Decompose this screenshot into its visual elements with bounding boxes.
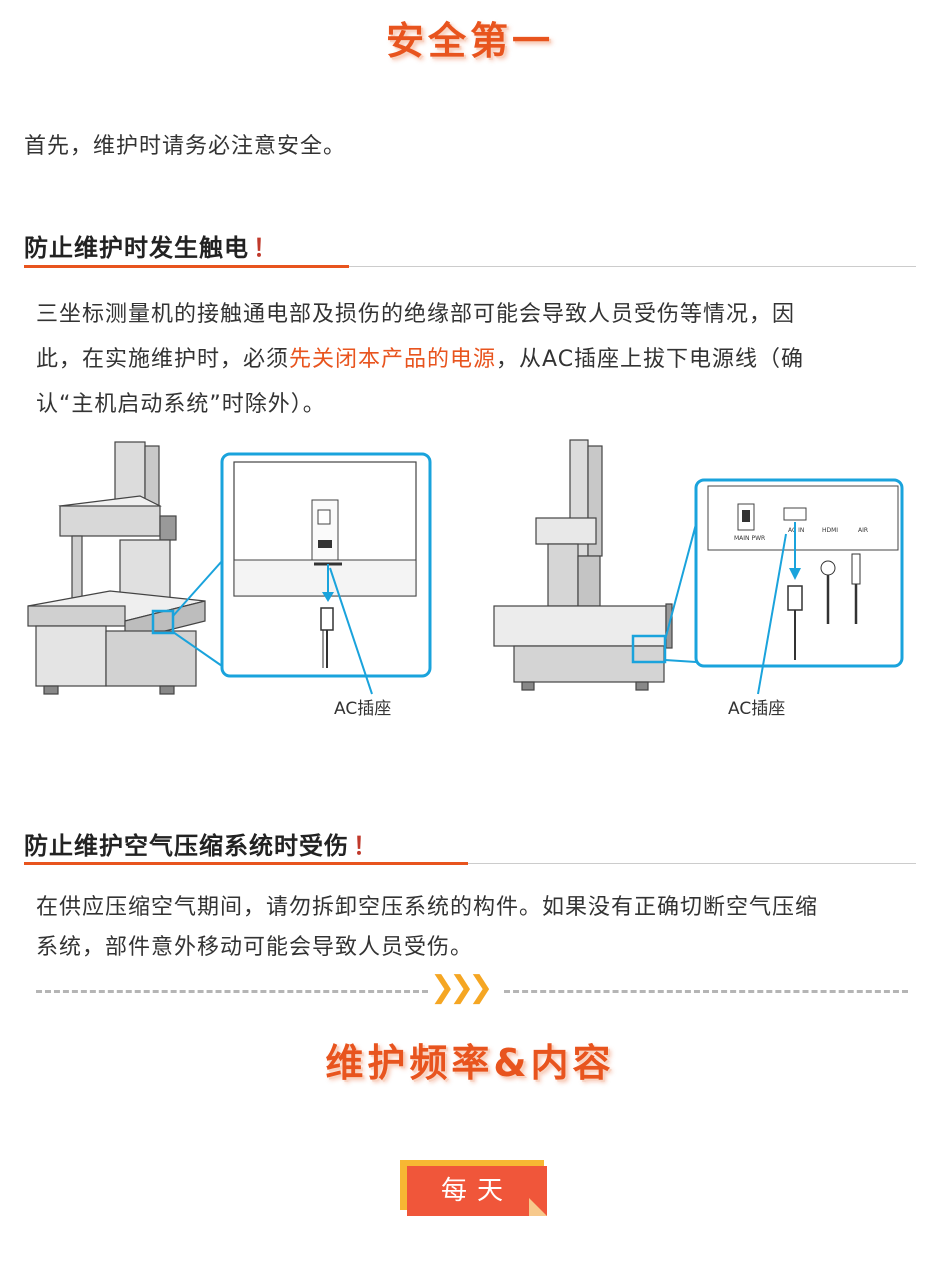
hdmi-label: HDMI [822,527,838,534]
chevrons-icon: ❯❯❯ [430,970,493,1005]
section2-body: 在供应压缩空气期间，请勿拆卸空压系统的构件。如果没有正确切断空气压缩 系统，部件… [36,888,916,968]
daily-tag-label: 每天 [440,1176,513,1206]
daily-tag[interactable]: 每天 [407,1166,547,1216]
section-heading-text: 防止维护空气压缩系统时受伤 [24,832,349,860]
left-ac-socket-caption: AC插座 [334,699,392,719]
section-heading-air-system: 防止维护空气压缩系统时受伤！ [24,826,378,861]
exclamation-mark: ！ [253,234,278,262]
section2-line2: 系统，部件意外移动可能会导致人员受伤。 [36,935,474,960]
section-underline [24,862,468,865]
highlight-text: 先关闭本产品的电源 [289,347,497,372]
main-pwr-label: MAIN PWR [734,535,765,542]
intro-text: 首先，维护时请务必注意安全。 [24,134,347,159]
section-divider [24,863,916,864]
corner-fold-icon [529,1198,547,1216]
right-machine-illustration: MAIN PWR AC IN HDMI AIR [493,439,904,695]
section1-body: 三坐标测量机的接触通电部及损伤的绝缘部可能会导致人员受伤等情况，因 此，在实施维… [36,292,916,427]
section2-line1: 在供应压缩空气期间，请勿拆卸空压系统的构件。如果没有正确切断空气压缩 [36,895,819,920]
section1-line2: 此，在实施维护时，必须先关闭本产品的电源，从AC插座上拔下电源线（确 [36,347,805,372]
section1-line1: 三坐标测量机的接触通电部及损伤的绝缘部可能会导致人员受伤等情况，因 [36,302,796,327]
maintenance-title: 维护频率&内容 [325,1041,615,1085]
left-machine-illustration [27,441,432,695]
dashed-divider-left [36,990,428,993]
air-label: AIR [858,527,868,534]
ac-in-label: AC IN [788,527,804,534]
section1-line3: 认“主机启动系统”时除外）。 [36,392,326,417]
section-heading-text: 防止维护时发生触电 [24,234,249,262]
section-divider [24,266,916,267]
section-heading-electric-shock: 防止维护时发生触电！ [24,228,278,263]
page-title: 安全第一 [385,19,554,63]
exclamation-mark: ！ [353,832,378,860]
section-underline [24,265,349,268]
dashed-divider-right [504,990,908,993]
right-ac-socket-caption: AC插座 [728,699,786,719]
